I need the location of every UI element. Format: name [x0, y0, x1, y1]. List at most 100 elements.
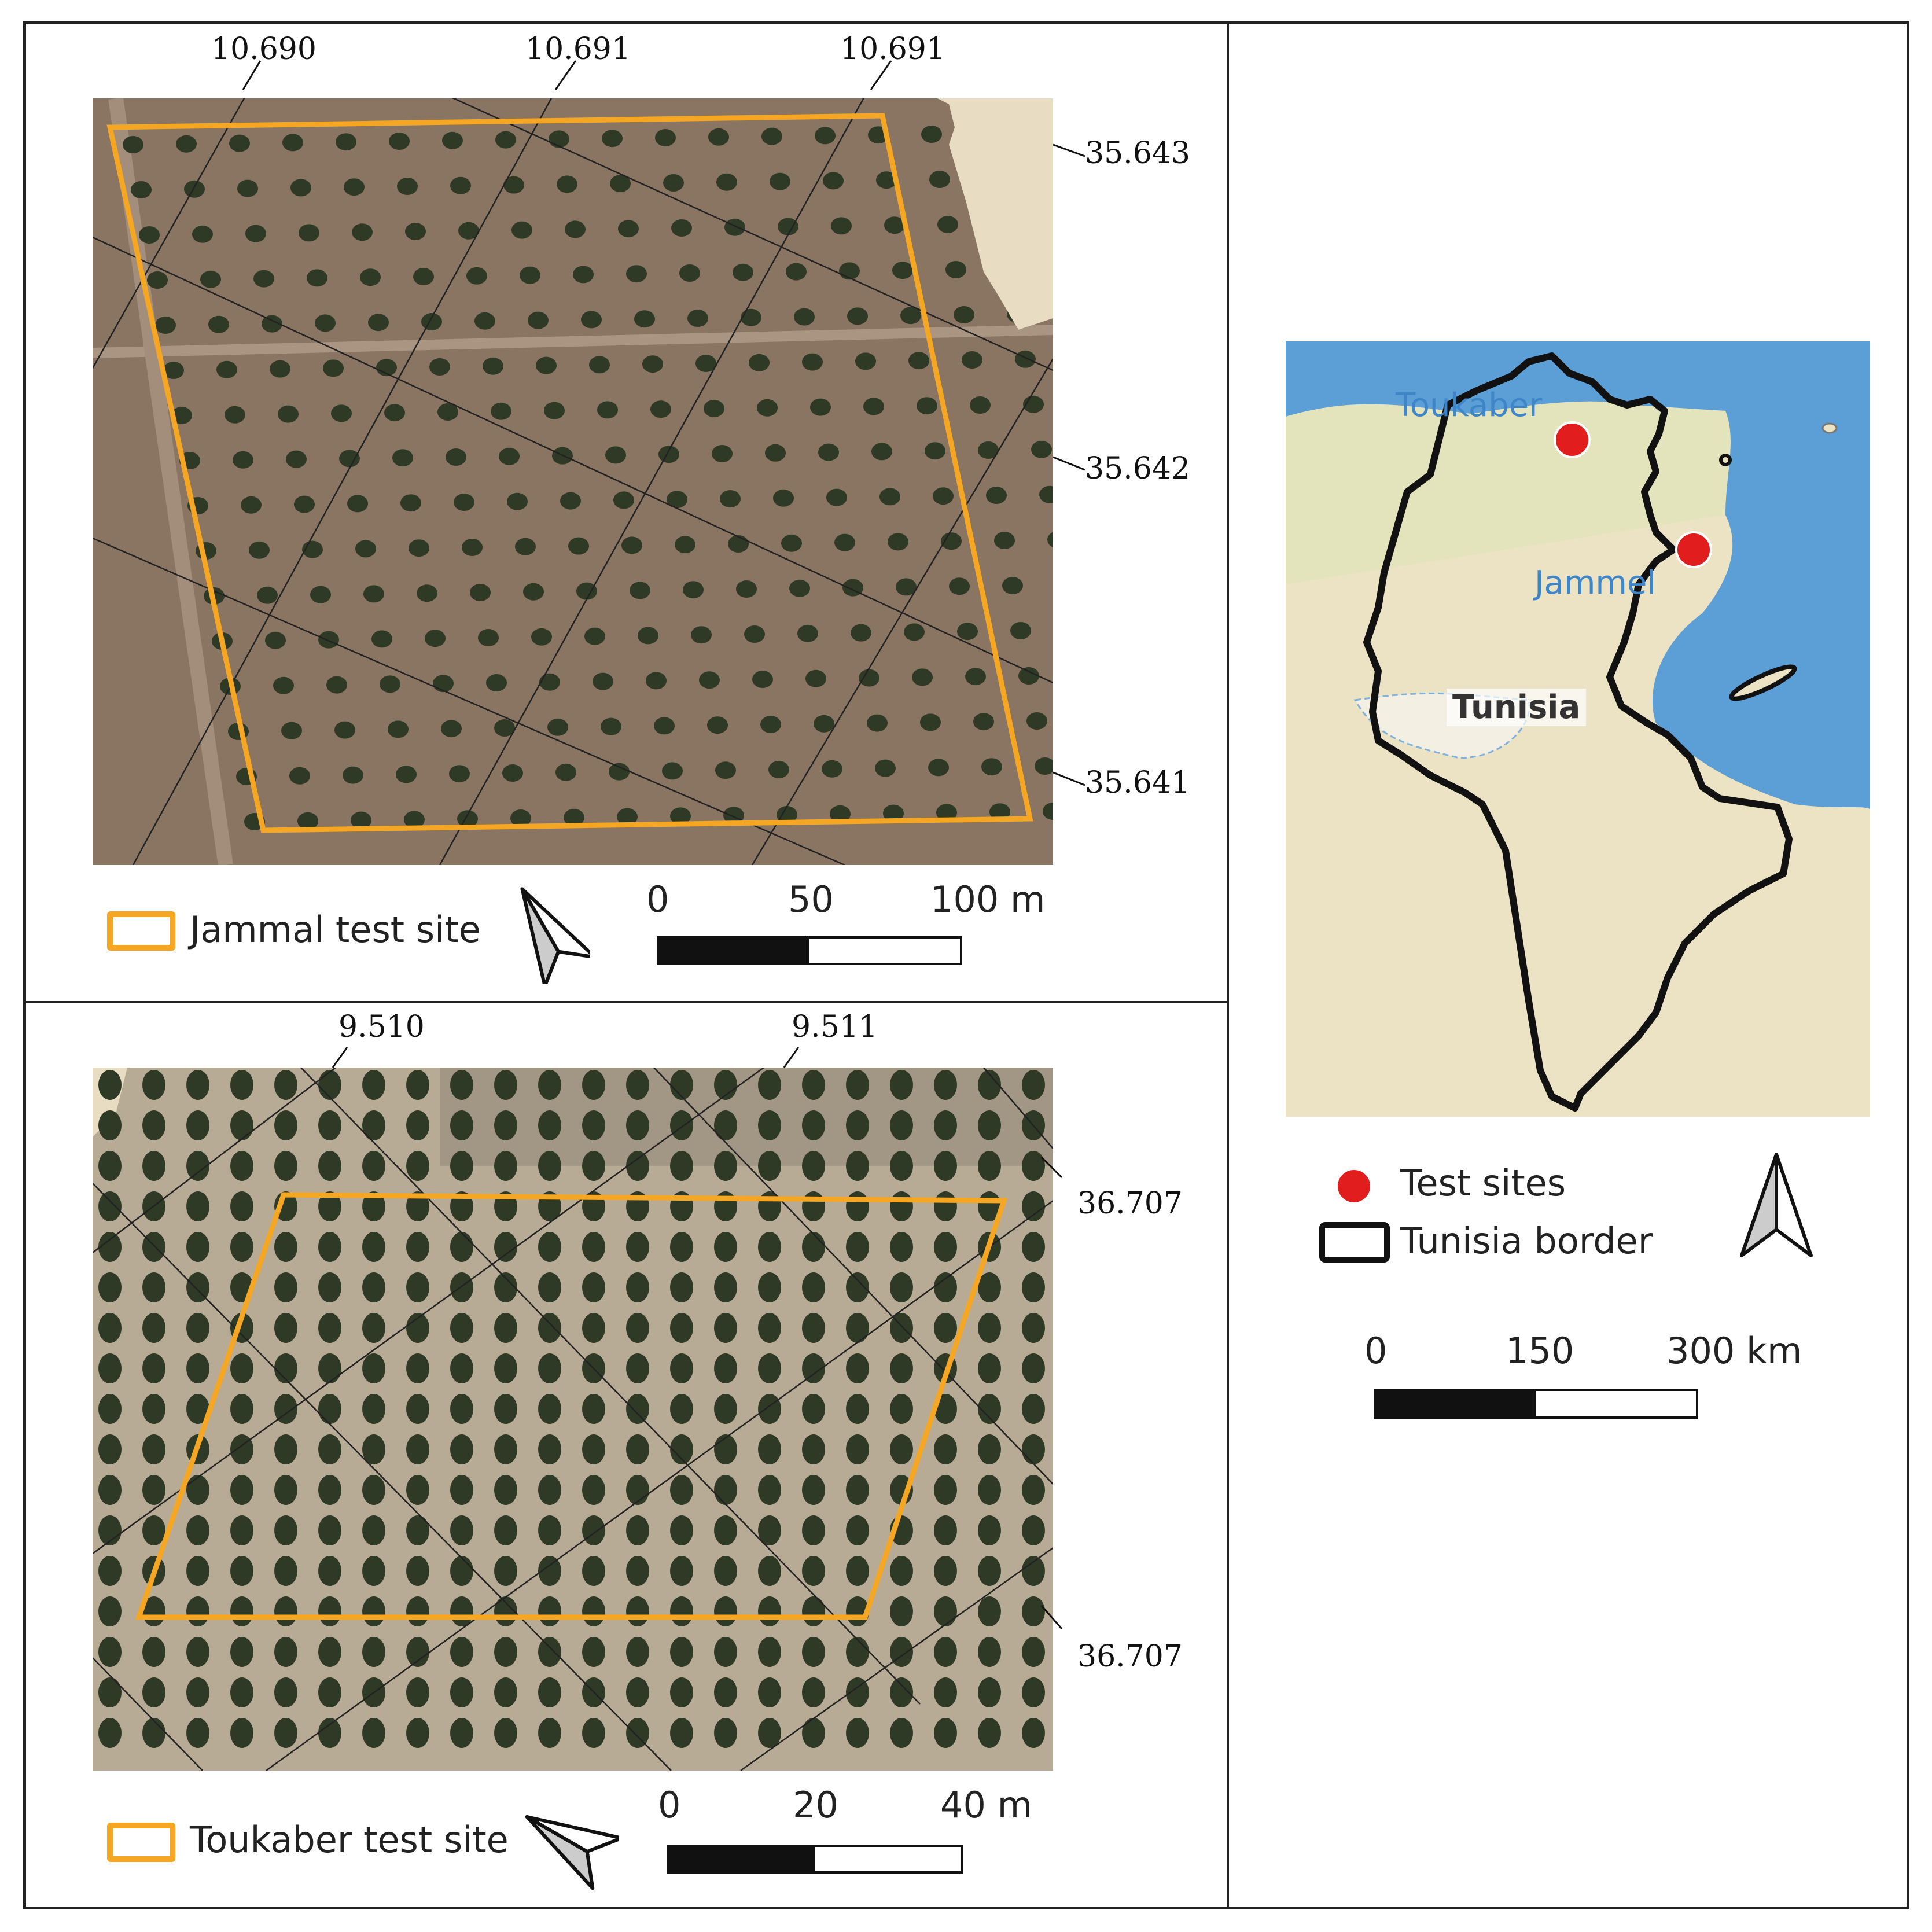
tree-canopy — [538, 1110, 561, 1140]
tree-canopy — [834, 533, 855, 551]
tree-canopy — [494, 1718, 517, 1748]
tree-canopy — [781, 534, 802, 552]
tree-canopy — [670, 1677, 693, 1707]
tree-canopy — [538, 1313, 561, 1343]
tree-canopy — [406, 1718, 429, 1748]
tree-canopy — [450, 1151, 473, 1181]
tree-canopy — [802, 1718, 825, 1748]
tree-canopy — [1022, 1151, 1045, 1181]
toukaber-site-outline — [135, 1192, 1008, 1620]
tree-canopy — [871, 443, 892, 461]
tree-canopy — [230, 1677, 253, 1707]
tree-canopy — [670, 1313, 693, 1343]
tree-canopy — [230, 1151, 253, 1181]
tree-canopy — [847, 307, 868, 325]
tree-canopy — [1022, 1515, 1045, 1545]
tree-canopy — [626, 1151, 649, 1181]
tree-canopy — [714, 1394, 737, 1424]
tree-canopy — [670, 1394, 693, 1424]
tree-canopy — [802, 353, 823, 371]
tree-canopy — [274, 1353, 297, 1383]
tree-canopy — [986, 487, 1007, 504]
tree-canopy — [142, 1151, 165, 1181]
tree-canopy — [663, 174, 684, 192]
jammal-scale-label-50: 50 — [788, 878, 834, 921]
tree-canopy — [589, 356, 610, 374]
tree-canopy — [486, 674, 507, 691]
tree-canopy — [230, 1515, 253, 1545]
tree-canopy — [634, 310, 655, 328]
tree-canopy — [846, 1070, 869, 1100]
tree-canopy — [362, 1556, 385, 1586]
tree-canopy — [450, 1718, 473, 1748]
tree-canopy — [406, 1515, 429, 1545]
tree-canopy — [802, 1677, 825, 1707]
tree-canopy — [626, 1313, 649, 1343]
tree-canopy — [362, 1070, 385, 1100]
tree-canopy — [638, 627, 658, 645]
toukaber-legend-swatch — [107, 1823, 175, 1862]
tree-canopy — [773, 489, 794, 507]
tree-canopy — [654, 717, 675, 735]
tree-canopy — [318, 1353, 341, 1383]
tree-canopy — [470, 584, 491, 601]
tree-canopy — [186, 1515, 209, 1545]
tree-canopy — [778, 218, 798, 235]
tree-canopy — [142, 1637, 165, 1667]
tree-canopy — [200, 270, 221, 288]
tree-canopy — [270, 360, 290, 378]
tree-canopy — [933, 487, 954, 505]
tree-canopy — [245, 225, 266, 242]
tree-canopy — [450, 1637, 473, 1667]
tree-canopy — [1035, 757, 1053, 775]
tree-canopy — [758, 1110, 781, 1140]
toukaber-scale-label-20: 20 — [793, 1784, 838, 1826]
tree-canopy — [474, 312, 495, 330]
tree-canopy — [920, 713, 941, 731]
tree-canopy — [274, 1515, 297, 1545]
tree-canopy — [98, 1191, 122, 1221]
tree-canopy — [560, 492, 581, 510]
tree-canopy — [310, 586, 331, 603]
tree-canopy — [131, 181, 152, 198]
tree-canopy — [297, 812, 318, 830]
tree-canopy — [605, 446, 626, 464]
tree-canopy — [670, 1475, 693, 1505]
tree-canopy — [318, 1677, 341, 1707]
tree-canopy — [670, 1151, 693, 1181]
tree-canopy — [714, 1637, 737, 1667]
toukaber-aerial-map — [93, 1068, 1053, 1771]
tree-canopy — [714, 1272, 737, 1302]
tree-canopy — [98, 1596, 122, 1626]
tree-canopy — [670, 1434, 693, 1464]
tree-canopy — [142, 1353, 165, 1383]
tree-canopy — [449, 765, 470, 783]
tree-canopy — [758, 1515, 781, 1545]
tree-canopy — [797, 624, 818, 642]
tree-canopy — [495, 131, 516, 149]
tree-canopy — [802, 1475, 825, 1505]
tree-canopy — [389, 133, 410, 150]
tree-canopy — [557, 175, 577, 193]
tree-canopy — [142, 1434, 165, 1464]
tree-canopy — [670, 1637, 693, 1667]
toukaber-site-dot — [1554, 421, 1591, 458]
tree-canopy — [758, 1677, 781, 1707]
tree-canopy — [876, 171, 897, 189]
tree-canopy — [802, 1070, 825, 1100]
tree-canopy — [538, 1718, 561, 1748]
tree-canopy — [450, 1313, 473, 1343]
tree-canopy — [626, 265, 647, 283]
tree-canopy — [758, 1313, 781, 1343]
jammal-lat-label-1: 35.643 — [1085, 136, 1190, 171]
tree-canopy — [610, 175, 631, 193]
tree-canopy — [704, 400, 724, 417]
tree-canopy — [331, 404, 352, 422]
tree-canopy — [538, 1515, 561, 1545]
tree-canopy — [392, 449, 413, 467]
tree-canopy — [98, 1637, 122, 1667]
tunisia-scale-label-150: 150 — [1506, 1330, 1574, 1372]
tree-canopy — [406, 1353, 429, 1383]
tree-canopy — [934, 1232, 957, 1262]
tree-canopy — [406, 1272, 429, 1302]
